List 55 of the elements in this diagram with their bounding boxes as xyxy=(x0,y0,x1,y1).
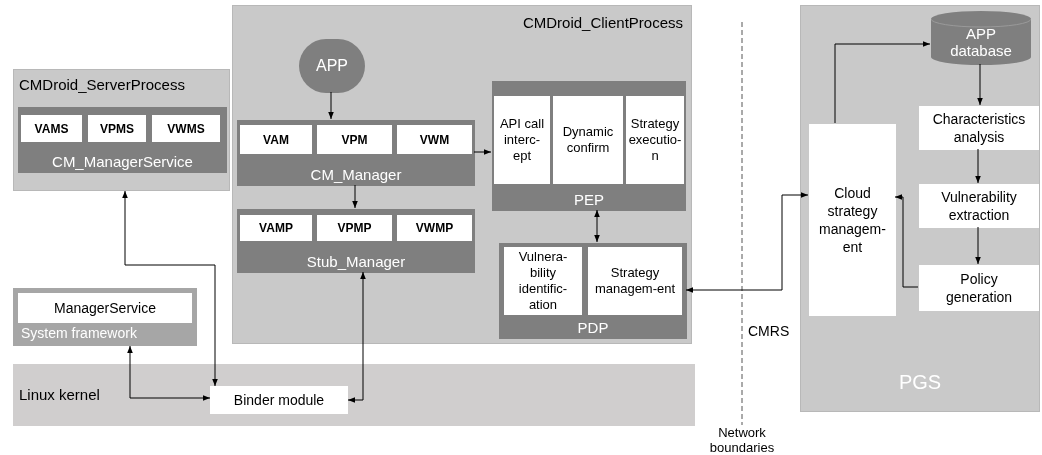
module-box: VAM xyxy=(240,125,312,154)
arrow xyxy=(894,194,919,288)
group-title: PDP xyxy=(576,319,610,337)
kernel-band xyxy=(13,364,695,426)
framework-band xyxy=(13,288,197,346)
process-box: Characteristics analysis xyxy=(919,106,1039,150)
manager-band xyxy=(237,209,475,273)
function-box: API call interc-ept xyxy=(494,96,550,184)
group-title: Stub_Manager xyxy=(305,253,407,271)
service-box: ManagerService xyxy=(18,293,192,323)
manager-band xyxy=(237,120,475,186)
function-box: Dynamic confirm xyxy=(553,96,623,184)
process-box: Cloud strategy managem-ent xyxy=(809,124,896,316)
server-panel xyxy=(800,5,1040,412)
module-box: VWMS xyxy=(152,115,220,142)
process-box: Policy generation xyxy=(919,265,1039,311)
function-box: Strategy managem-ent xyxy=(588,247,682,315)
module-box: VAMP xyxy=(240,215,312,241)
arrow xyxy=(127,345,211,401)
group-title: CMDroid_ClientProcess xyxy=(522,13,683,33)
group-title: CM_ManagerService xyxy=(51,153,194,171)
process-box: Vulnerability extraction xyxy=(919,184,1039,228)
arrow xyxy=(122,190,218,387)
group-title: CMDroid_ServerProcess xyxy=(19,75,185,95)
group-title: CM_Manager xyxy=(309,166,403,184)
arrow xyxy=(594,209,600,243)
module-box: Binder module xyxy=(210,386,348,414)
pdp-band xyxy=(499,243,687,339)
service-band xyxy=(18,107,227,173)
module-box: VPM xyxy=(317,125,392,154)
group-title: PEP xyxy=(573,191,605,209)
arrow xyxy=(975,226,981,265)
arrow xyxy=(975,148,981,184)
process-panel xyxy=(232,5,692,344)
process-panel xyxy=(13,69,230,191)
group-title: System framework xyxy=(21,324,137,343)
arrow xyxy=(352,184,358,209)
module-box: VAMS xyxy=(21,115,82,142)
connection-label: CMRS xyxy=(748,322,790,341)
arrow xyxy=(473,149,492,155)
boundary-label: Network boundaries xyxy=(708,426,776,455)
pep-band xyxy=(492,81,686,211)
arrow xyxy=(347,271,366,403)
arrow xyxy=(685,192,809,293)
arrow xyxy=(834,41,931,124)
group-title: Linux kernel xyxy=(19,385,100,405)
module-box: VWMP xyxy=(397,215,472,241)
module-box: VWM xyxy=(397,125,472,154)
module-box: VPMP xyxy=(317,215,392,241)
module-box: VPMS xyxy=(88,115,146,142)
arrow xyxy=(977,63,983,106)
function-box: Strategy executio-n xyxy=(626,96,684,184)
arrow xyxy=(328,91,334,120)
database-cylinder: APP database xyxy=(931,11,1031,65)
function-box: Vulnera-bility identific-ation xyxy=(504,247,582,315)
